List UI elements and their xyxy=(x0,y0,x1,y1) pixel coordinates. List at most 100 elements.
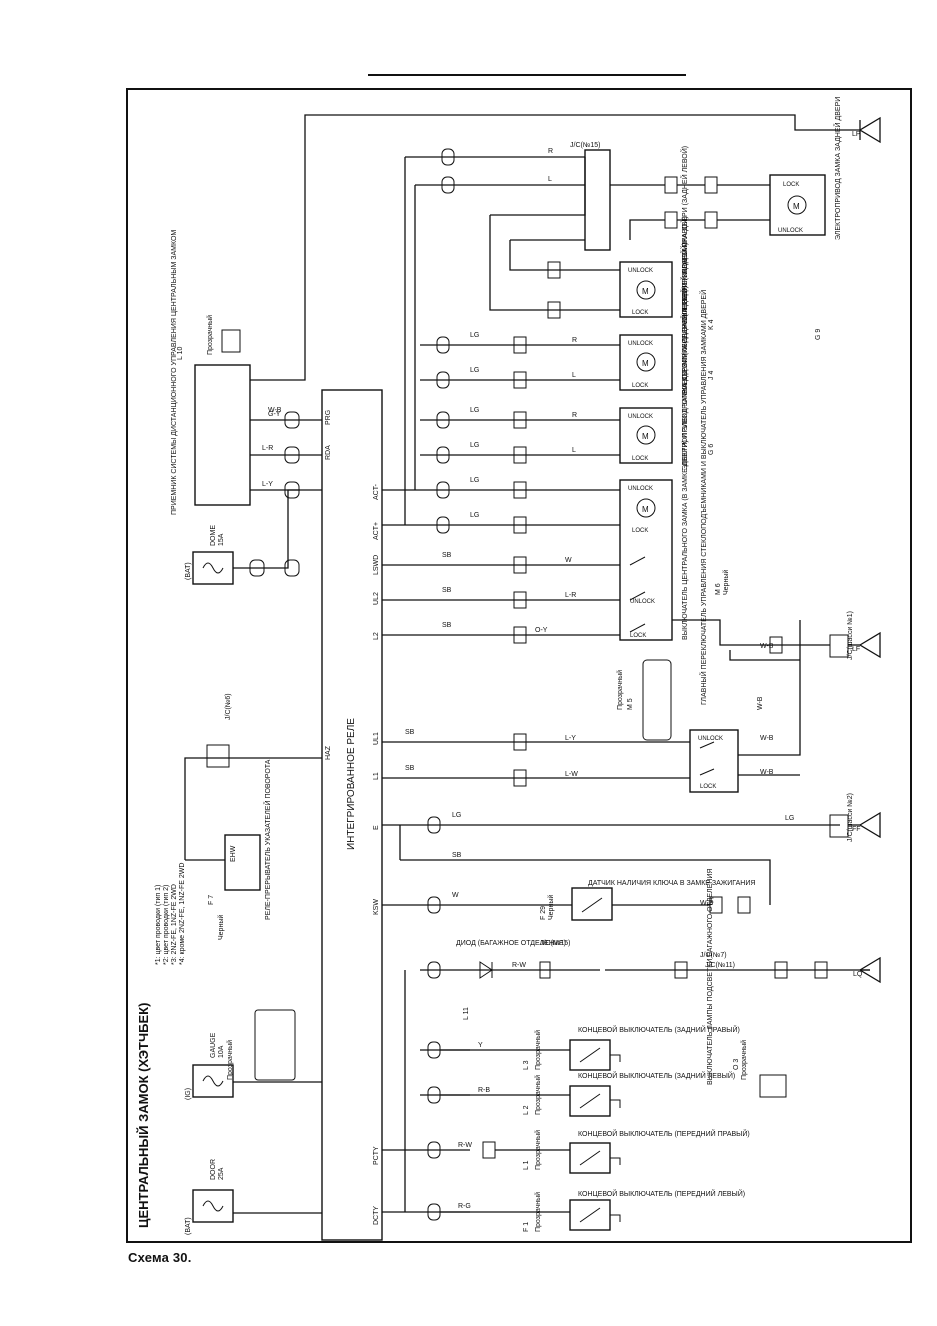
diagram-frame xyxy=(126,88,912,1243)
figure-caption: Схема 30. xyxy=(128,1250,192,1265)
svg-text:L 11: L 11 xyxy=(463,1007,470,1020)
wire-flasher-haz xyxy=(184,757,322,860)
svg-text:SB: SB xyxy=(405,729,415,736)
svg-text:W-B: W-B xyxy=(760,735,774,742)
svg-text:(BAT): (BAT) xyxy=(185,1217,192,1235)
courtesy-switch-fr: КОНЦЕВОЙ ВЫКЛЮЧАТЕЛЬ (ПЕРЕДНИЙ ПРАВЫЙ) L… xyxy=(495,1129,750,1174)
svg-text:J/C(№15): J/C(№15) xyxy=(540,940,570,947)
svg-text:R-G: R-G xyxy=(458,1203,471,1210)
svg-text:L-R: L-R xyxy=(565,592,576,599)
wire-jc15 xyxy=(489,157,665,311)
svg-text:LG: LG xyxy=(470,407,479,414)
svg-text:L: L xyxy=(572,372,576,379)
svg-text:SB: SB xyxy=(442,552,452,559)
svg-text:*3: 2NZ-FE, 1NZ-FE 2WD: *3: 2NZ-FE, 1NZ-FE 2WD xyxy=(171,884,178,965)
svg-text:КОНЦЕВОЙ ВЫКЛЮЧАТЕЛЬ (ЗАДНИЙ Л: КОНЦЕВОЙ ВЫКЛЮЧАТЕЛЬ (ЗАДНИЙ ЛЕВЫЙ) xyxy=(578,1071,735,1080)
svg-text:LOCK: LOCK xyxy=(783,182,799,188)
junction-chassis-1: J/C(шасси №1) LF xyxy=(672,611,881,660)
back-door-actuator: M LOCK UNLOCK ЭЛЕКТРОПРИВОД ЗАМКА ЗАДНЕЙ… xyxy=(769,97,842,340)
svg-text:Прозрачный: Прозрачный xyxy=(534,1075,542,1115)
svg-text:M: M xyxy=(642,287,649,296)
svg-text:LOCK: LOCK xyxy=(630,633,646,639)
svg-text:L 3: L 3 xyxy=(523,1060,530,1070)
svg-text:SB: SB xyxy=(442,587,452,594)
svg-text:O 3: O 3 xyxy=(733,1059,740,1070)
svg-text:M 6: M 6 xyxy=(715,583,722,595)
svg-text:W-B: W-B xyxy=(757,696,764,710)
svg-text:ACT-: ACT- xyxy=(373,483,380,500)
svg-text:L-Y: L-Y xyxy=(565,735,576,742)
svg-text:LG: LG xyxy=(470,512,479,519)
connector-f96: Прозрачный xyxy=(226,1009,296,1081)
svg-text:15A: 15A xyxy=(218,533,225,546)
svg-text:LG: LG xyxy=(785,815,794,822)
svg-text:КОНЦЕВОЙ ВЫКЛЮЧАТЕЛЬ (ЗАДНИЙ П: КОНЦЕВОЙ ВЫКЛЮЧАТЕЛЬ (ЗАДНИЙ ПРАВЫЙ) xyxy=(578,1025,740,1034)
svg-text:UNLOCK: UNLOCK xyxy=(778,228,803,234)
svg-text:F 1: F 1 xyxy=(523,1222,530,1232)
svg-text:UL2: UL2 xyxy=(373,592,380,605)
trunk-lamp-switch: ВЫКЛЮЧАТЕЛЬ ЛАМПЫ ПОДСВЕТКИ БАГАЖНОГО ОТ… xyxy=(707,869,787,1098)
svg-text:R: R xyxy=(548,148,553,155)
svg-text:Черный: Черный xyxy=(722,570,730,595)
svg-text:LOCK: LOCK xyxy=(700,784,716,790)
svg-text:*2: цвет проводки (тип 2): *2: цвет проводки (тип 2) xyxy=(163,885,170,965)
svg-text:Прозрачный: Прозрачный xyxy=(534,1030,542,1070)
svg-text:10A: 10A xyxy=(218,1045,225,1058)
svg-text:Прозрачный: Прозрачный xyxy=(740,1040,748,1080)
svg-text:DOOR: DOOR xyxy=(210,1159,217,1180)
rear-left-actuator: M UNLOCK LOCK ЭЛЕКТРОПРИВОД ЗАМКА ДВЕРИ … xyxy=(619,146,715,330)
integrated-relay-label: ИНТЕГРИРОВАННОЕ РЕЛЕ xyxy=(346,718,357,850)
svg-text:LG: LG xyxy=(470,367,479,374)
svg-text:SB: SB xyxy=(405,765,415,772)
svg-text:ЭЛЕКТРОПРИВОД ЗАМКА ДВЕРИ (ПЕР: ЭЛЕКТРОПРИВОД ЗАМКА ДВЕРИ (ПЕРЕДНЕЙ ЛЕВО… xyxy=(680,286,689,470)
svg-text:R-W: R-W xyxy=(512,962,526,969)
svg-text:ПРИЕМНИК СИСТЕМЫ ДИСТАНЦИОННОГ: ПРИЕМНИК СИСТЕМЫ ДИСТАНЦИОННОГО УПРАВЛЕН… xyxy=(171,230,178,515)
fuse-door: DOOR 25A (BAT) xyxy=(185,1159,234,1235)
svg-text:ГЛАВНЫЙ ПЕРЕКЛЮЧАТЕЛЬ УПРАВЛЕН: ГЛАВНЫЙ ПЕРЕКЛЮЧАТЕЛЬ УПРАВЛЕНИЯ СТЕКЛОП… xyxy=(699,290,708,705)
header-rule xyxy=(368,74,686,76)
svg-text:L-W: L-W xyxy=(565,771,578,778)
svg-text:UNLOCK: UNLOCK xyxy=(628,414,653,420)
svg-text:LG: LG xyxy=(470,477,479,484)
svg-text:F 29: F 29 xyxy=(540,906,547,920)
svg-text:(BAT): (BAT) xyxy=(185,562,192,580)
remote-receiver: ПРИЕМНИК СИСТЕМЫ ДИСТАНЦИОННОГО УПРАВЛЕН… xyxy=(171,230,251,515)
svg-text:КОНЦЕВОЙ ВЫКЛЮЧАТЕЛЬ (ПЕРЕДНИЙ: КОНЦЕВОЙ ВЫКЛЮЧАТЕЛЬ (ПЕРЕДНИЙ ЛЕВЫЙ) xyxy=(578,1189,745,1198)
svg-text:ACT+: ACT+ xyxy=(373,522,380,540)
svg-text:J/C(шасси №2): J/C(шасси №2) xyxy=(847,793,854,842)
svg-text:UL1: UL1 xyxy=(373,732,380,745)
svg-text:LG: LG xyxy=(470,332,479,339)
svg-text:M: M xyxy=(642,432,649,441)
svg-text:G 6: G 6 xyxy=(708,444,715,455)
svg-text:ВЫКЛЮЧАТЕЛЬ ЦЕНТРАЛЬНОГО ЗАМКА: ВЫКЛЮЧАТЕЛЬ ЦЕНТРАЛЬНОГО ЗАМКА (В ЗАМКЕ … xyxy=(680,243,689,640)
svg-text:M 5: M 5 xyxy=(627,698,634,710)
turn-flasher: EHW РЕЛЕ-ПРЕРЫВАТЕЛЬ УКАЗАТЕЛЕЙ ПОВОРОТА… xyxy=(208,759,272,940)
wire-color-labels: R L LG R LG L LG R LG L LG LG SB W SB L-… xyxy=(405,148,794,1210)
svg-text:LF: LF xyxy=(852,646,860,653)
svg-text:W: W xyxy=(452,892,459,899)
svg-text:ЭЛЕКТРОПРИВОД ЗАМКА ДВЕРИ (ЗАД: ЭЛЕКТРОПРИВОД ЗАМКА ДВЕРИ (ЗАДНЕЙ ПРАВОЙ… xyxy=(680,216,689,395)
footnotes: *1: цвет проводки (тип 1) *2: цвет прово… xyxy=(155,863,186,965)
svg-text:E: E xyxy=(373,825,380,830)
svg-text:Черный: Черный xyxy=(547,895,555,920)
svg-text:EHW: EHW xyxy=(230,845,237,862)
svg-text:RDA: RDA xyxy=(325,445,332,460)
svg-text:L 2: L 2 xyxy=(523,1105,530,1115)
wire-bus xyxy=(382,156,870,1213)
svg-text:LOCK: LOCK xyxy=(632,528,648,534)
svg-text:UNLOCK: UNLOCK xyxy=(628,341,653,347)
svg-text:J/C(№6): J/C(№6) xyxy=(225,693,232,720)
svg-text:ЭЛЕКТРОПРИВОД ЗАМКА ДВЕРИ (ЗАД: ЭЛЕКТРОПРИВОД ЗАМКА ДВЕРИ (ЗАДНЕЙ ЛЕВОЙ) xyxy=(680,146,689,320)
svg-text:SB: SB xyxy=(452,852,462,859)
trunk-diode: ДИОД (БАГАЖНОЕ ОТДЕЛЕНИЕ) L 11 J/C(№15) … xyxy=(456,940,881,1020)
svg-text:L 1: L 1 xyxy=(523,1160,530,1170)
svg-text:L: L xyxy=(572,447,576,454)
junction-6: J/C(№6) xyxy=(206,693,232,768)
ground-lp: LP xyxy=(852,116,881,144)
svg-text:M: M xyxy=(642,359,649,368)
svg-text:КОНЦЕВОЙ ВЫКЛЮЧАТЕЛЬ (ПЕРЕДНИЙ: КОНЦЕВОЙ ВЫКЛЮЧАТЕЛЬ (ПЕРЕДНИЙ ПРАВЫЙ) xyxy=(578,1129,750,1138)
svg-text:W-B: W-B xyxy=(760,769,774,776)
svg-text:M: M xyxy=(793,202,800,211)
svg-text:K 4: K 4 xyxy=(708,319,715,330)
